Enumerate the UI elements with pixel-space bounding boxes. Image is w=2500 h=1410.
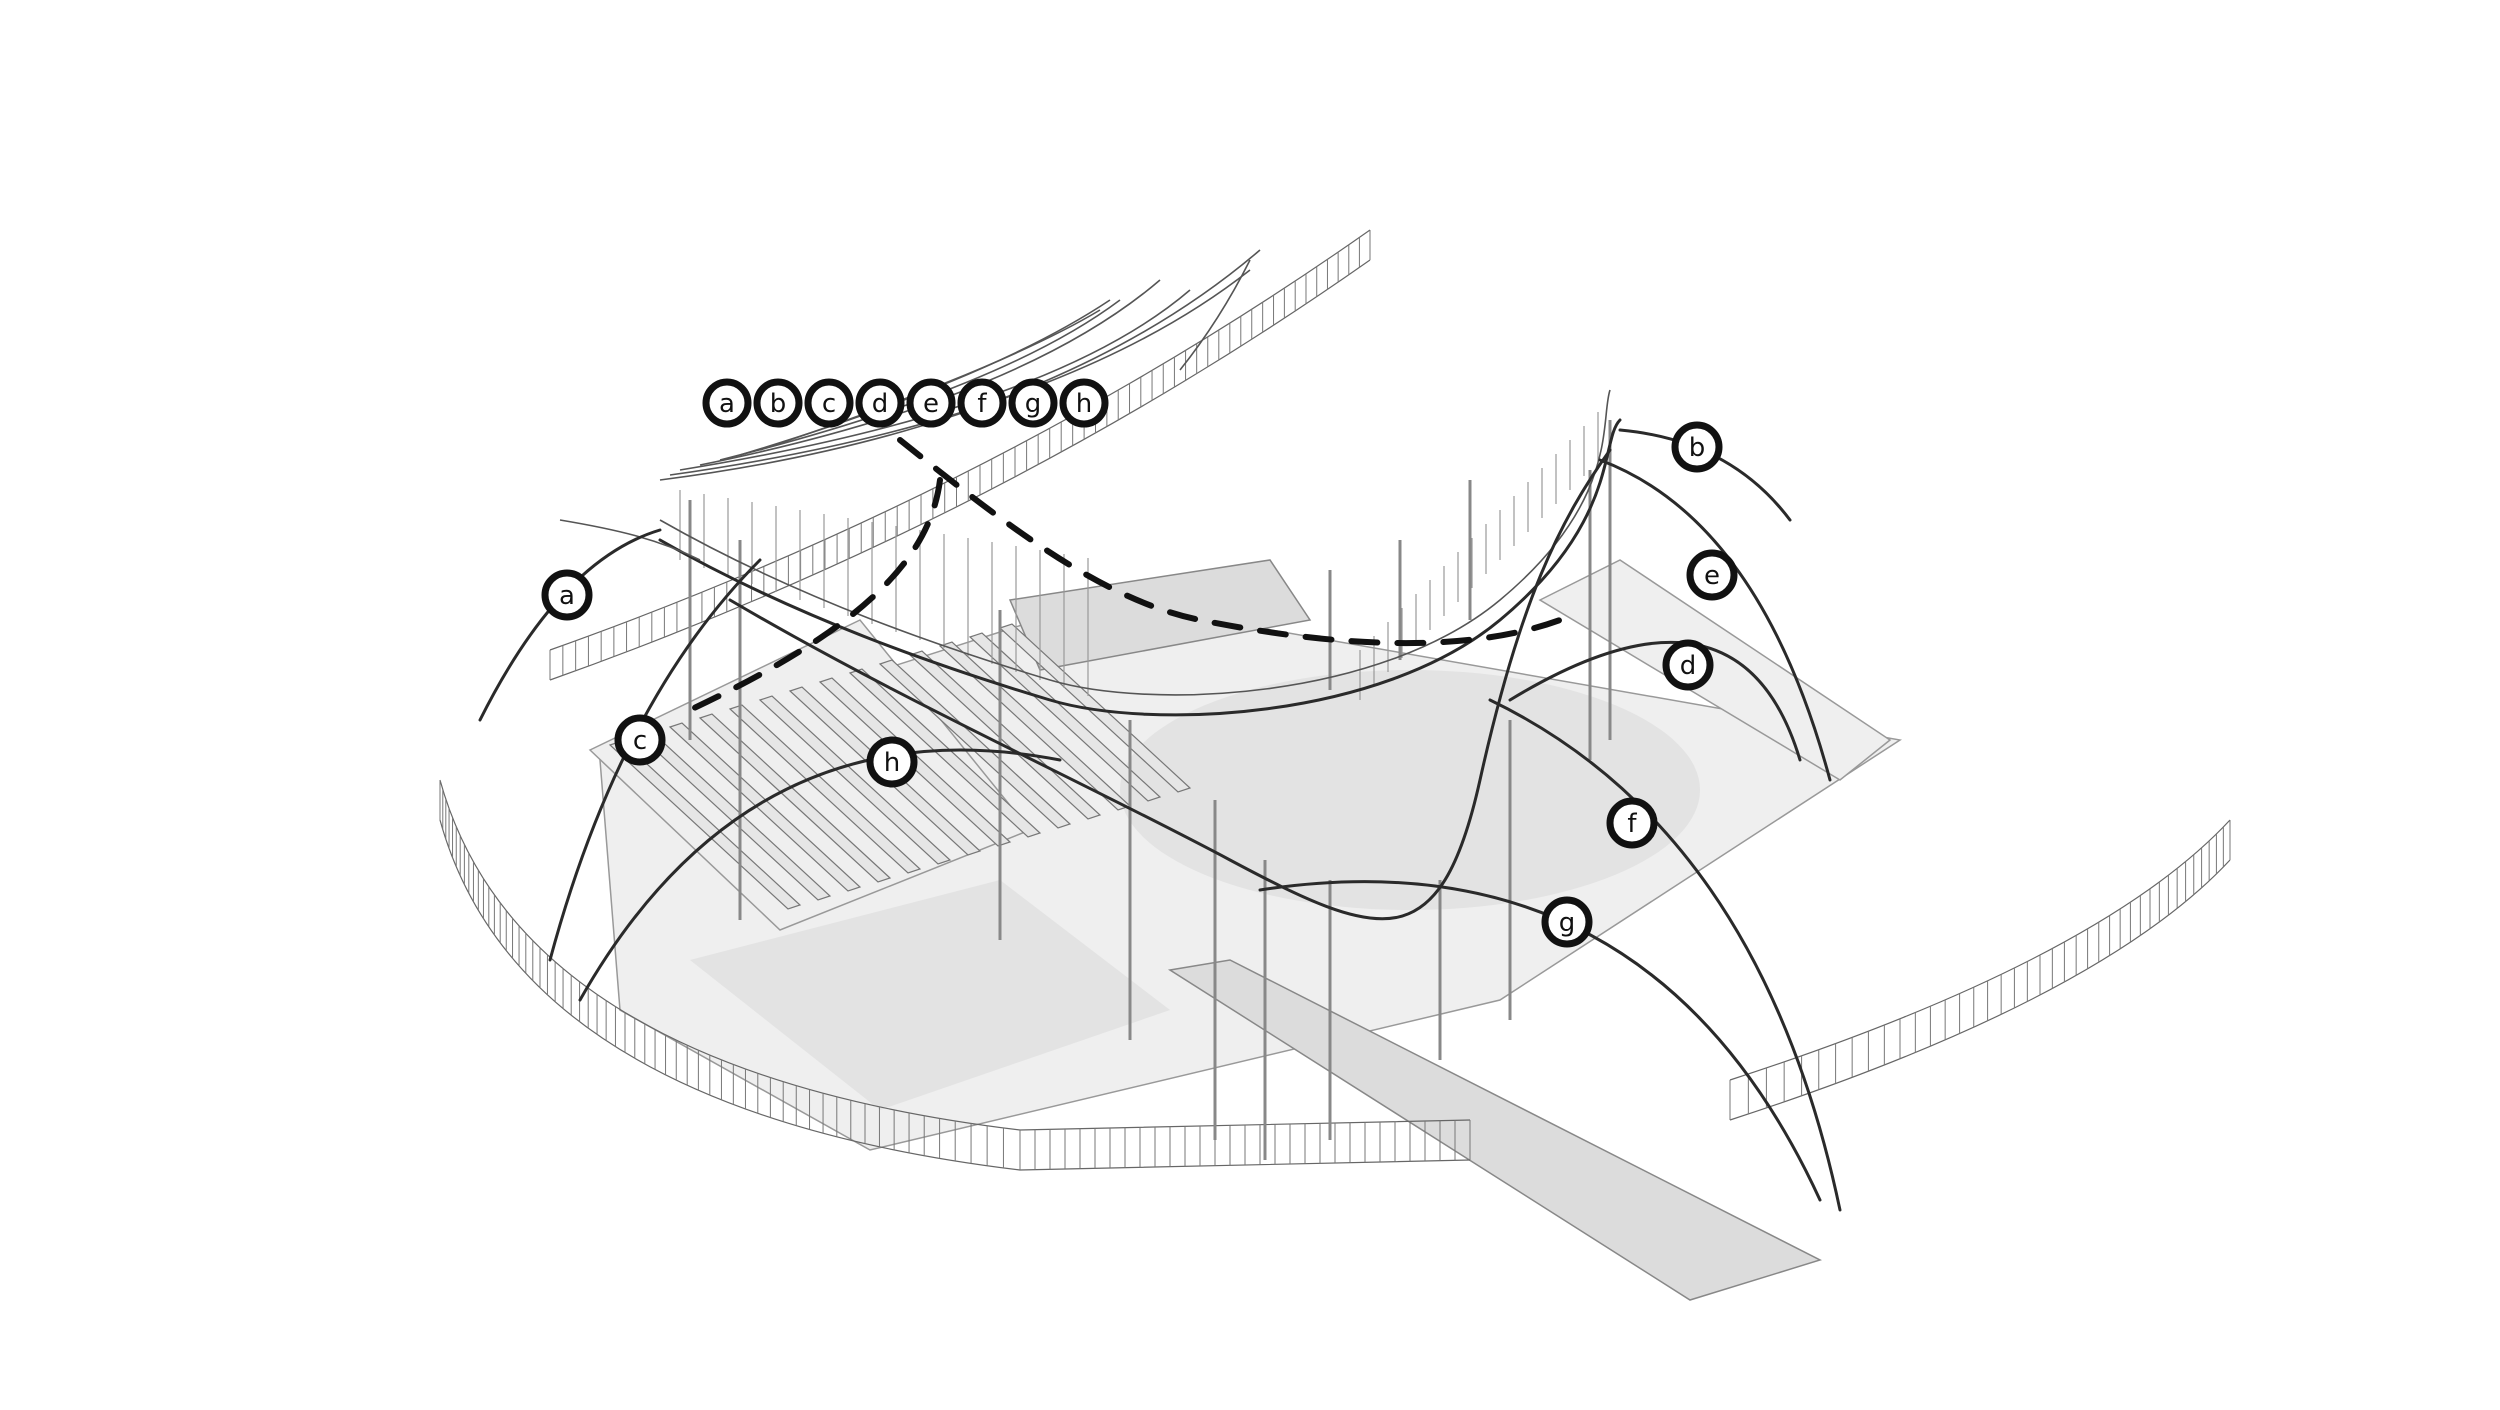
pergola-slats <box>608 623 1192 910</box>
legend-badge-d-ring <box>855 378 905 428</box>
legend-badge-c: c <box>804 378 854 428</box>
back-fence-top <box>549 229 1371 651</box>
legend-badge-c-ring <box>804 378 854 428</box>
ramp <box>1167 959 1822 1301</box>
legend-badge-e-label: e <box>923 389 939 419</box>
callout-d-ring <box>1662 639 1714 691</box>
callout-h-label: h <box>884 748 900 778</box>
legend-badge-g-label: g <box>1025 389 1042 419</box>
pergola-slat <box>908 650 1102 820</box>
legend-badge-b-label: b <box>770 389 787 419</box>
legend-badge-a: a <box>702 378 752 428</box>
callout-a-ring <box>541 569 593 621</box>
arches <box>478 428 1842 1212</box>
callout-h: h <box>866 736 918 788</box>
arch-e <box>1598 458 1832 782</box>
legend-badge-b: b <box>753 378 803 428</box>
legend-badge-e-ring <box>906 378 956 428</box>
pergola-slat <box>668 722 862 892</box>
exploded-arch-4 <box>699 279 1161 466</box>
pergola-slat <box>728 704 922 874</box>
callout-g: g <box>1541 896 1593 948</box>
callout-c-label: c <box>633 726 647 756</box>
roof-cable-upper <box>658 418 1622 717</box>
legend-badge-a-ring <box>702 378 752 428</box>
roof-cable-lower <box>728 448 1612 921</box>
exploded-arch-1 <box>659 249 1261 481</box>
side-deck <box>1538 559 1892 781</box>
legend-badge-a-label: a <box>719 389 735 419</box>
callout-c-ring <box>614 714 666 766</box>
pergola-slat <box>998 623 1192 793</box>
callout-d-label: d <box>1680 651 1697 681</box>
legend-badge-e: e <box>906 378 956 428</box>
callout-a-label: a <box>559 581 575 611</box>
legend-badge-g: g <box>1008 378 1058 428</box>
legend-badge-b-ring <box>753 378 803 428</box>
callout-a: a <box>541 569 593 621</box>
front-fence-top <box>439 779 1471 1131</box>
legend-badge-h-label: h <box>1076 389 1092 419</box>
callout-b: b <box>1671 421 1723 473</box>
exploded-arches <box>659 249 1261 481</box>
callout-f-ring <box>1606 797 1658 849</box>
assembly-line-left <box>687 477 943 713</box>
right-fence-top <box>1729 819 2231 1081</box>
roof-cable-end <box>559 519 701 561</box>
shadow-area <box>690 880 1170 1110</box>
pergola <box>588 619 1192 931</box>
assembly-line-right <box>897 437 1563 647</box>
roof-cable-upper-rail <box>659 389 1611 696</box>
callout-g-label: g <box>1559 908 1576 938</box>
arch-g <box>1258 880 1822 1202</box>
legend-row: a b c d e f g h <box>702 378 1109 428</box>
legend-badge-h-ring <box>1059 378 1109 428</box>
arch-a <box>478 528 662 722</box>
exploded-arch-8 <box>1179 259 1251 371</box>
legend-badge-g-ring <box>1008 378 1058 428</box>
callout-g-ring <box>1541 896 1593 948</box>
callout-b-ring <box>1671 421 1723 473</box>
arch-h <box>578 748 1062 1002</box>
callout-d: d <box>1662 639 1714 691</box>
callout-h-ring <box>866 736 918 788</box>
legend-badge-f-label: f <box>977 389 987 419</box>
legend-badge-h: h <box>1059 378 1109 428</box>
legend-badge-c-label: c <box>822 389 836 419</box>
callout-f-label: f <box>1627 809 1637 839</box>
exploded-arch-7 <box>759 309 1101 451</box>
pergola-slat <box>968 632 1162 802</box>
legend-badge-d: d <box>855 378 905 428</box>
callout-e-ring <box>1686 549 1738 601</box>
callout-e-label: e <box>1704 561 1720 591</box>
callout-markers: a b c d e f g h <box>541 421 1738 948</box>
exploded-arch-5 <box>719 299 1121 461</box>
roof-shadow <box>1120 670 1700 910</box>
assembly-lines <box>687 437 1563 713</box>
roof-cables <box>559 389 1622 921</box>
legend-badge-d-label: d <box>872 389 889 419</box>
columns <box>679 412 1612 1160</box>
callout-e: e <box>1686 549 1738 601</box>
callout-b-label: b <box>1689 433 1706 463</box>
pergola-slat <box>698 713 892 883</box>
pergola-slat <box>758 695 952 865</box>
legend-badge-f: f <box>957 378 1007 428</box>
legend-badge-f-ring <box>957 378 1007 428</box>
callout-c: c <box>614 714 666 766</box>
callout-f: f <box>1606 797 1658 849</box>
arch-f <box>1488 698 1842 1212</box>
